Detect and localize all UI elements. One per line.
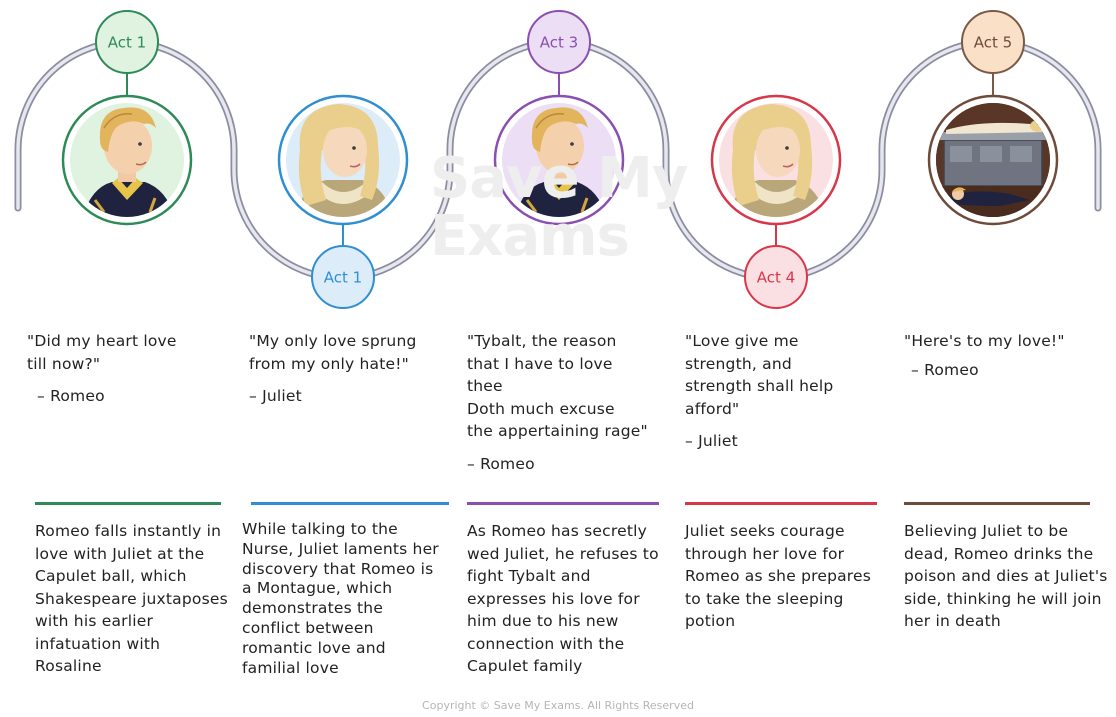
act-badge-label: Act 1: [108, 34, 146, 52]
description-act-1b: While talking to the Nurse, Juliet lamen…: [242, 520, 439, 677]
quote-text: "Here's to my love!": [904, 332, 1065, 350]
divider-act-4: [685, 502, 877, 505]
divider-act-1: [35, 502, 221, 505]
portrait-juliet: [277, 94, 409, 226]
quote-block-5: "Here's to my love!" – Romeo: [904, 330, 1114, 379]
act-badge-label: Act 3: [540, 34, 578, 52]
description-act-1: Romeo falls instantly in love with Julie…: [35, 522, 228, 675]
quote-text: "Love give me strength, and strength sha…: [685, 332, 834, 418]
quote-speaker: – Juliet: [685, 432, 738, 450]
quote-speaker: – Romeo: [467, 454, 535, 473]
description-act-5: Believing Juliet to be dead, Romeo drink…: [904, 522, 1108, 630]
description-act-3: As Romeo has secretly wed Juliet, he ref…: [467, 522, 659, 675]
quote-block-3: "Tybalt, the reason that I have to love …: [467, 330, 677, 473]
divider-act-1b: [251, 502, 449, 505]
quote-text: "Did my heart love till now?": [27, 332, 177, 373]
quote-speaker: – Juliet: [249, 387, 302, 405]
act-badge-3: Act 3: [527, 10, 591, 74]
act-badge-5: Act 5: [961, 10, 1025, 74]
act-badge-label: Act 5: [974, 34, 1012, 52]
act-badge-label: Act 4: [757, 269, 795, 287]
quote-speaker: – Romeo: [37, 387, 105, 405]
act-badge-2: Act 1: [311, 245, 375, 309]
divider-act-5: [904, 502, 1090, 505]
act-badge-1: Act 1: [95, 10, 159, 74]
divider-act-3: [467, 502, 659, 505]
portrait-tomb-scene: [927, 94, 1059, 226]
portrait-juliet: [710, 94, 842, 226]
portrait-romeo: [61, 94, 193, 226]
portrait-romeo: [493, 94, 625, 226]
quote-block-4: "Love give me strength, and strength sha…: [685, 330, 895, 450]
quote-block-1: "Did my heart love till now?" – Romeo: [27, 330, 237, 405]
act-badge-4: Act 4: [744, 245, 808, 309]
watermark: Save My Exams: [430, 146, 688, 269]
quote-speaker: – Romeo: [911, 360, 979, 379]
act-badge-label: Act 1: [324, 269, 362, 287]
quote-text: "My only love sprung from my only hate!": [249, 332, 417, 373]
quote-text: "Tybalt, the reason that I have to love …: [467, 332, 648, 440]
copyright-footer: Copyright © Save My Exams. All Rights Re…: [422, 699, 694, 712]
quote-block-2: "My only love sprung from my only hate!"…: [249, 330, 459, 405]
description-act-4: Juliet seeks courage through her love fo…: [685, 522, 872, 630]
